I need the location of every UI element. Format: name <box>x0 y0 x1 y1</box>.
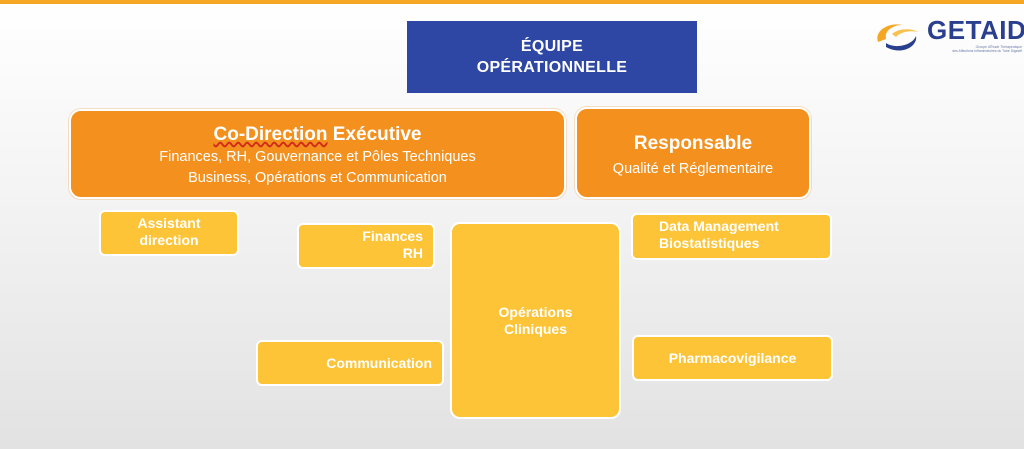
data-management-line1: Data Management <box>659 218 779 234</box>
assistant-line1: Assistant <box>137 215 201 231</box>
logo-subtitle-line2: des Affections Inflammatoires du Tube Di… <box>952 49 1022 54</box>
responsable-box: Responsable Qualité et Réglementaire <box>575 107 811 199</box>
data-management-line2: Biostatistiques <box>659 235 760 251</box>
logo-name: GETAID <box>927 15 1024 45</box>
operations-box: Opérations Cliniques <box>450 222 621 419</box>
logo-subtitle-line1: Groupe d'Étude Thérapeutique <box>975 45 1022 49</box>
finances-line2: RH <box>402 245 423 261</box>
pharmacovigilance-label: Pharmacovigilance <box>668 349 797 366</box>
codirection-line1: Finances, RH, Gouvernance et Pôles Techn… <box>159 149 476 165</box>
team-title-box: ÉQUIPE OPÉRATIONNELLE <box>407 21 697 93</box>
pharmacovigilance-box: Pharmacovigilance <box>632 335 833 381</box>
communication-box: Communication <box>256 340 444 386</box>
getaid-logo: GETAID Groupe d'Étude Thérapeutique des … <box>872 14 1024 64</box>
team-title-line2: OPÉRATIONNELLE <box>476 59 628 76</box>
finances-box: Finances RH <box>297 223 435 269</box>
codirection-title-underlined: Co-Direction <box>213 124 328 145</box>
responsable-title: Responsable <box>633 133 753 154</box>
finances-line1: Finances <box>362 228 423 244</box>
team-title-line1: ÉQUIPE <box>520 38 584 55</box>
codirection-box: Co-Direction Exécutive Finances, RH, Gou… <box>69 109 566 199</box>
data-management-box: Data Management Biostatistiques <box>631 213 832 260</box>
codirection-line2: Business, Opérations et Communication <box>188 170 447 186</box>
assistant-line2: direction <box>139 232 199 248</box>
assistant-box: Assistant direction <box>99 210 239 256</box>
top-accent-line <box>0 0 1024 4</box>
codirection-title: Co-Direction Exécutive <box>71 123 564 147</box>
operations-line2: Cliniques <box>503 320 567 337</box>
logo-subtitle: Groupe d'Étude Thérapeutique des Affecti… <box>922 45 1022 53</box>
swoosh-logo-icon <box>877 24 918 51</box>
responsable-subtitle: Qualité et Réglementaire <box>612 161 774 177</box>
codirection-title-rest: Exécutive <box>327 124 422 145</box>
operations-line1: Opérations <box>498 303 573 320</box>
communication-label: Communication <box>326 354 432 371</box>
